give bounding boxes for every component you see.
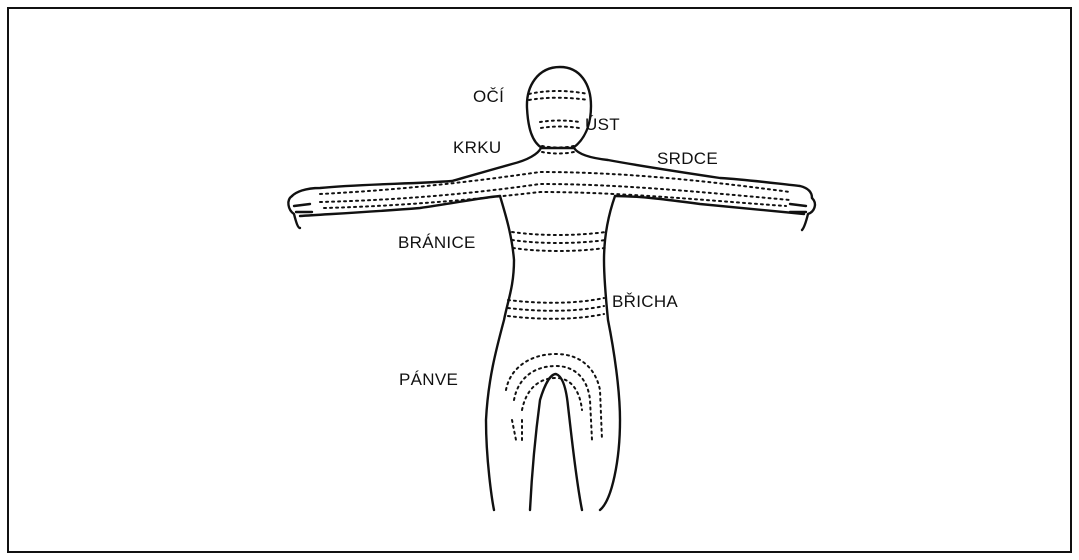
pelvis-arc-3 <box>522 378 582 410</box>
crotch-line <box>530 374 582 510</box>
neck-band-2 <box>542 152 574 154</box>
mouth-band <box>540 121 580 123</box>
belly-band-3 <box>508 314 604 319</box>
eyes-band-2 <box>529 98 588 100</box>
diaphragm-band-3 <box>513 248 605 251</box>
mouth-band-2 <box>541 127 579 129</box>
label-mouth: ÚST <box>585 116 620 133</box>
torso-right <box>600 196 620 510</box>
diaphragm-band <box>512 232 606 235</box>
belly-band-2 <box>508 306 604 311</box>
label-pelvis: PÁNVE <box>399 371 458 388</box>
left-hand <box>288 196 312 228</box>
belly-band <box>508 298 604 303</box>
label-diaphragm: BRÁNICE <box>398 234 476 251</box>
diaphragm-band-2 <box>512 240 606 243</box>
label-eyes: OČÍ <box>473 88 504 105</box>
label-heart: SRDCE <box>657 150 718 167</box>
heart-band-2 <box>320 184 790 202</box>
upper-body-outline <box>292 148 541 196</box>
eyes-band <box>529 91 588 94</box>
head-outline <box>527 67 591 148</box>
torso-left <box>486 196 514 510</box>
label-neck: KRKU <box>453 139 501 156</box>
pelvis-leg-left <box>512 420 522 440</box>
pelvis-arc <box>506 354 602 440</box>
label-belly: BŘICHA <box>612 293 678 310</box>
